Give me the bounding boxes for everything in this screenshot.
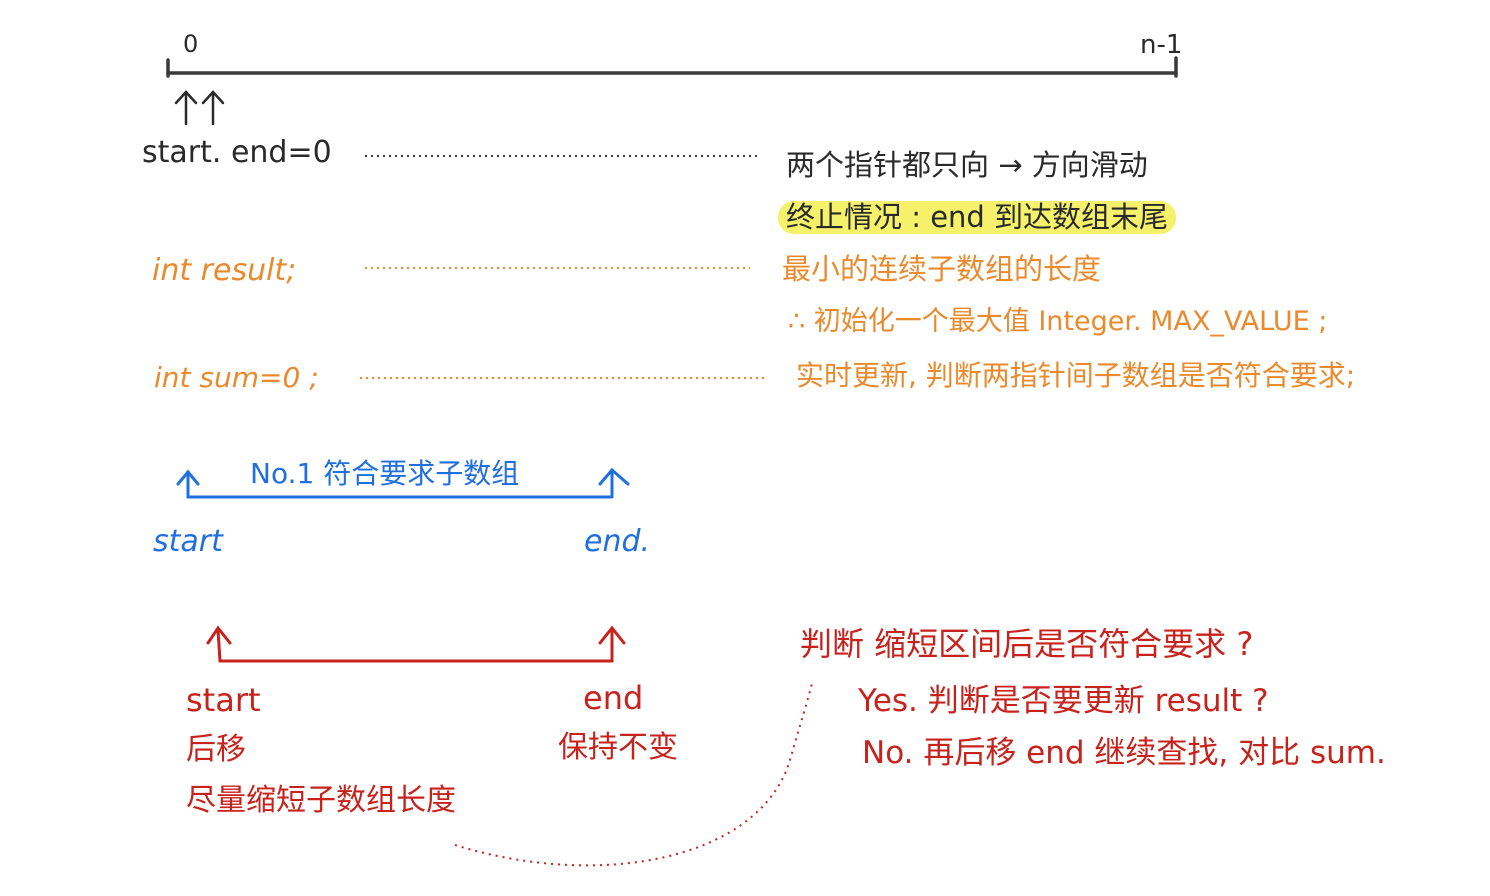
- red-end-keep: 保持不变: [558, 730, 678, 765]
- axis-right-label: n-1: [1140, 30, 1183, 60]
- axis-left-label: 0: [183, 30, 199, 58]
- blue-bracket: [176, 467, 630, 499]
- pointer-arrows-icon: [174, 90, 225, 126]
- sum-note: 实时更新, 判断两指针间子数组是否符合要求;: [796, 359, 1356, 392]
- red-answer-yes: Yes. 判断是否要更新 result ?: [858, 683, 1269, 719]
- init-note-direction: 两个指针都只向 → 方向滑动: [786, 148, 1148, 182]
- red-question: 判断 缩短区间后是否符合要求 ?: [800, 625, 1254, 663]
- blue-bracket-title: No.1 符合要求子数组: [250, 457, 520, 490]
- red-answer-no: No. 再后移 end 继续查找, 对比 sum.: [862, 735, 1386, 771]
- blue-start-label: start: [153, 524, 223, 559]
- result-code: int result;: [152, 253, 297, 288]
- red-connector-curve: [454, 682, 813, 867]
- red-start-label: start: [186, 681, 261, 719]
- result-note-init: ∴ 初始化一个最大值 Integer. MAX_VALUE ;: [788, 306, 1328, 337]
- red-end-label: end: [583, 679, 644, 717]
- sum-code: int sum=0 ;: [154, 361, 319, 394]
- init-code: start. end=0: [142, 135, 332, 170]
- init-note-termination: 终止情况 : end 到达数组末尾: [778, 201, 1177, 234]
- red-start-move: 后移: [186, 732, 246, 767]
- blue-end-label: end.: [584, 524, 651, 559]
- red-bracket: [206, 625, 626, 663]
- red-start-note: 尽量缩短子数组长度: [186, 783, 456, 818]
- result-note-meaning: 最小的连续子数组的长度: [782, 252, 1102, 286]
